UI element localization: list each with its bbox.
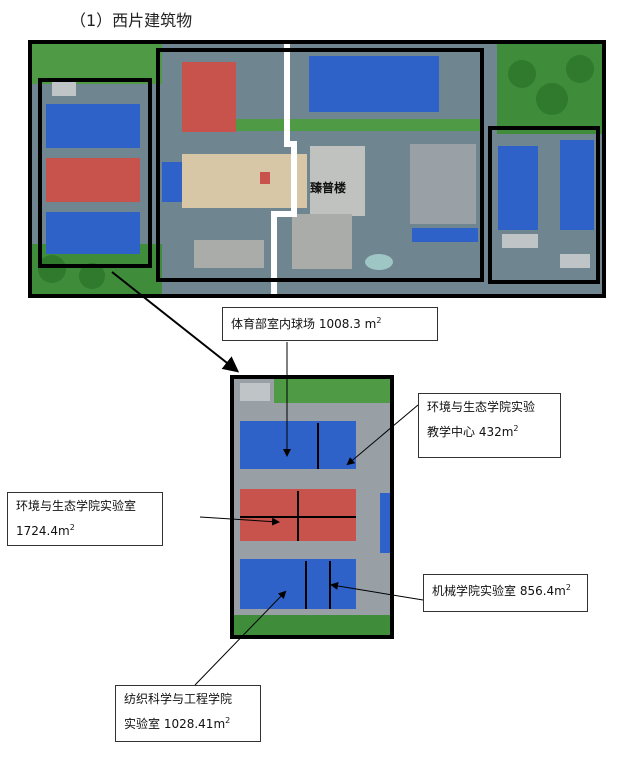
unit-sup: 2 [69, 523, 75, 532]
label-court: 体育部室内球场 1008.3 m2 [222, 307, 438, 341]
figure-title: （1）西片建筑物 [70, 11, 193, 30]
label-mech-lab: 机械学院实验室 856.4m2 [423, 574, 588, 612]
label-mech-lab-text: 机械学院实验室 856.4m [432, 584, 566, 598]
label-textile-lab: 纺织科学与工程学院 实验室 1028.41m2 [115, 685, 261, 742]
aerial-map: 臻普楼 [28, 40, 606, 298]
unit-sup: 2 [565, 583, 571, 592]
label-textile-line1: 纺织科学与工程学院 [124, 692, 233, 706]
label-env-lab: 环境与生态学院实验室 1724.4m2 [7, 492, 163, 546]
aerial-map-graphic: 臻普楼 [32, 44, 602, 294]
label-env-lab-line1: 环境与生态学院实验室 [16, 499, 137, 513]
label-env-center-line1: 环境与生态学院实验 [427, 400, 536, 414]
building-label: 臻普楼 [310, 180, 346, 195]
label-env-lab-line2: 1724.4m [16, 524, 70, 538]
label-env-center: 环境与生态学院实验 教学中心 432m2 [418, 393, 561, 458]
unit-sup: 2 [225, 716, 231, 725]
label-textile-line2: 实验室 1028.41m [124, 717, 226, 731]
label-court-text: 体育部室内球场 1008.3 m [231, 317, 377, 331]
label-env-center-line2: 教学中心 432m [427, 425, 514, 439]
unit-sup: 2 [513, 424, 519, 433]
unit-sup: 2 [376, 316, 382, 325]
